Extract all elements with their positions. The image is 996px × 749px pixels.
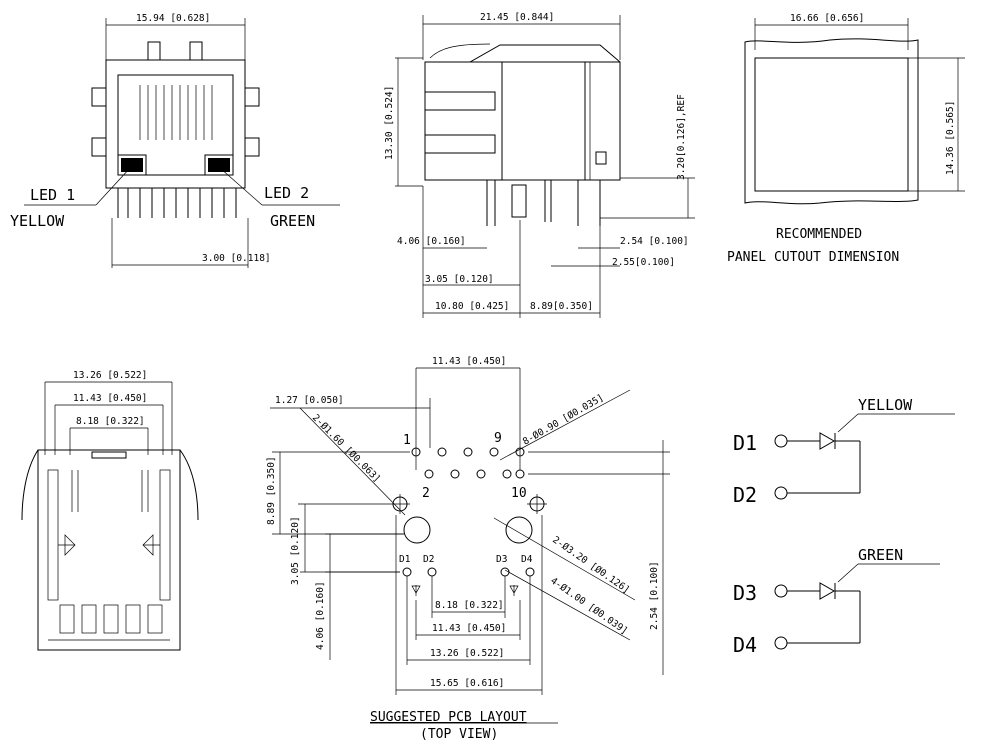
pin-hole <box>502 469 512 479</box>
pcb-d1-label: D1 <box>399 554 411 565</box>
front-width-dim: 15.94 [0.628] <box>136 13 210 24</box>
led1-label: LED 1 <box>30 186 75 204</box>
side-255-dim: 2.55[0.100] <box>612 257 675 268</box>
pcb-layout: 11.43 [0.450] 1.27 [0.050] 1 2 9 10 2-Ø1… <box>266 356 670 742</box>
sch-terminal <box>774 636 788 650</box>
panel-title-1: RECOMMENDED <box>776 227 862 242</box>
sch-diode-green <box>819 582 836 600</box>
pcb-hole090-dim: 8-Ø0.90 [Ø0.035] <box>521 392 606 447</box>
pcb-b1326-dim: 13.26 [0.522] <box>430 648 504 659</box>
pin-2-label: 2 <box>422 486 430 501</box>
pin-hole <box>463 447 473 457</box>
pcb-top-dim: 11.43 [0.450] <box>432 356 506 367</box>
pin-hole <box>411 447 421 457</box>
pin-hole <box>450 469 460 479</box>
pcb-d3-label: D3 <box>496 554 507 565</box>
front-pitch-dim: 3.00 [0.118] <box>202 253 271 264</box>
led2-color: GREEN <box>270 212 315 230</box>
pcb-v889-dim: 8.89 [0.350] <box>266 456 277 525</box>
pin-hole <box>476 469 486 479</box>
pcb-v406-dim: 4.06 [0.160] <box>315 581 326 650</box>
side-length-dim: 21.45 [0.844] <box>480 12 554 23</box>
led-pad <box>500 567 510 577</box>
pcb-title-1: SUGGESTED PCB LAYOUT <box>370 710 527 725</box>
mount-hole-large <box>403 516 431 544</box>
sch-terminal <box>774 584 788 598</box>
pin-hole <box>437 447 447 457</box>
pcb-b818-dim: 8.18 [0.322] <box>435 600 504 611</box>
pin-hole <box>515 469 525 479</box>
side-view: 21.45 [0.844] 13.30 [0.524] 3.20[0.126],… <box>384 12 695 318</box>
led2-label: LED 2 <box>264 184 309 202</box>
bottom-w3-dim: 8.18 [0.322] <box>76 416 145 427</box>
led-pad <box>427 567 437 577</box>
pcb-v305-dim: 3.05 [0.120] <box>290 516 301 585</box>
sch-yellow-label: YELLOW <box>858 396 913 414</box>
pin-hole <box>424 469 434 479</box>
panel-title-2: PANEL CUTOUT DIMENSION <box>727 250 899 265</box>
pin-hole <box>515 447 525 457</box>
front-view: 15.94 [0.628] 3.00 [0.11 <box>10 13 340 268</box>
pin-hole <box>489 447 499 457</box>
sch-d4-label: D4 <box>733 633 757 657</box>
side-406-dim: 4.06 [0.160] <box>397 236 466 247</box>
bottom-view: 13.26 [0.522] 11.43 [0.450] 8.18 [0.322] <box>21 370 199 651</box>
sch-d3-label: D3 <box>733 581 757 605</box>
pcb-hole160-dim: 2-Ø1.60 [Ø0.063] <box>310 412 382 484</box>
sch-d1-label: D1 <box>733 431 757 455</box>
panel-height-dim: 14.36 [0.565] <box>945 101 956 175</box>
pin-10-label: 10 <box>511 486 527 501</box>
pcb-pin-holes <box>411 447 525 479</box>
pcb-b1143-dim: 11.43 [0.450] <box>432 623 506 634</box>
bottom-w1-dim: 13.26 [0.522] <box>73 370 147 381</box>
led-schematic: D1 D2 D3 D4 YELLOW GREEN <box>733 396 955 657</box>
pcb-b1565-dim: 15.65 [0.616] <box>430 678 504 689</box>
pcb-127-dim: 1.27 [0.050] <box>275 395 344 406</box>
pcb-v254-dim: 2.54 [0.100] <box>649 561 660 630</box>
pin-1-label: 1 <box>403 433 411 448</box>
bottom-w2-dim: 11.43 [0.450] <box>73 393 147 404</box>
sch-d2-label: D2 <box>733 483 757 507</box>
side-height-dim: 13.30 [0.524] <box>384 86 395 160</box>
led1-color: YELLOW <box>10 212 65 230</box>
sch-diode-yellow <box>819 432 836 450</box>
panel-cutout: 16.66 [0.656] 14.36 [0.565] RECOMMENDED … <box>727 13 965 265</box>
led-pad <box>525 567 535 577</box>
pcb-title-2: (TOP VIEW) <box>420 727 498 742</box>
pin-9-label: 9 <box>494 431 502 446</box>
side-ref-dim: 3.20[0.126],REF <box>676 94 687 180</box>
mount-hole-large <box>505 516 533 544</box>
side-1080-dim: 10.80 [0.425] <box>435 301 509 312</box>
side-889-dim: 8.89[0.350] <box>530 301 593 312</box>
pcb-d2-label: D2 <box>423 554 434 565</box>
panel-width-dim: 16.66 [0.656] <box>790 13 864 24</box>
sch-terminal <box>774 486 788 500</box>
led-pad <box>402 567 412 577</box>
side-254-dim: 2.54 [0.100] <box>620 236 689 247</box>
pcb-d4-label: D4 <box>521 554 533 565</box>
sch-green-label: GREEN <box>858 546 903 564</box>
sch-terminal <box>774 434 788 448</box>
side-305-dim: 3.05 [0.120] <box>425 274 494 285</box>
